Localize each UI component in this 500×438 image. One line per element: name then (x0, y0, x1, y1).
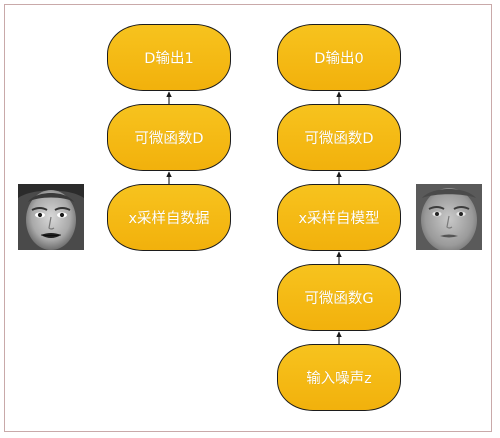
node-label: 可微函数G (304, 291, 374, 307)
node-sample-model: x采样自模型 (277, 184, 401, 251)
face-photo-generated-icon (416, 184, 482, 250)
node-discriminator-fake: 可微函数D (277, 104, 401, 171)
face-photo-real-icon (18, 184, 84, 250)
node-label: x采样自数据 (128, 211, 210, 227)
node-label: D输出0 (314, 51, 364, 67)
node-d-output-real: D输出1 (107, 24, 231, 91)
node-label: D输出1 (144, 51, 194, 67)
node-label: 可微函数D (134, 131, 204, 147)
node-label: 可微函数D (304, 131, 374, 147)
diagram-frame (4, 4, 492, 432)
node-generator: 可微函数G (277, 264, 401, 331)
node-discriminator-real: 可微函数D (107, 104, 231, 171)
node-label: 输入噪声z (306, 371, 372, 387)
node-noise-input: 输入噪声z (277, 344, 401, 411)
node-d-output-fake: D输出0 (277, 24, 401, 91)
node-sample-data: x采样自数据 (107, 184, 231, 251)
node-label: x采样自模型 (298, 211, 380, 227)
